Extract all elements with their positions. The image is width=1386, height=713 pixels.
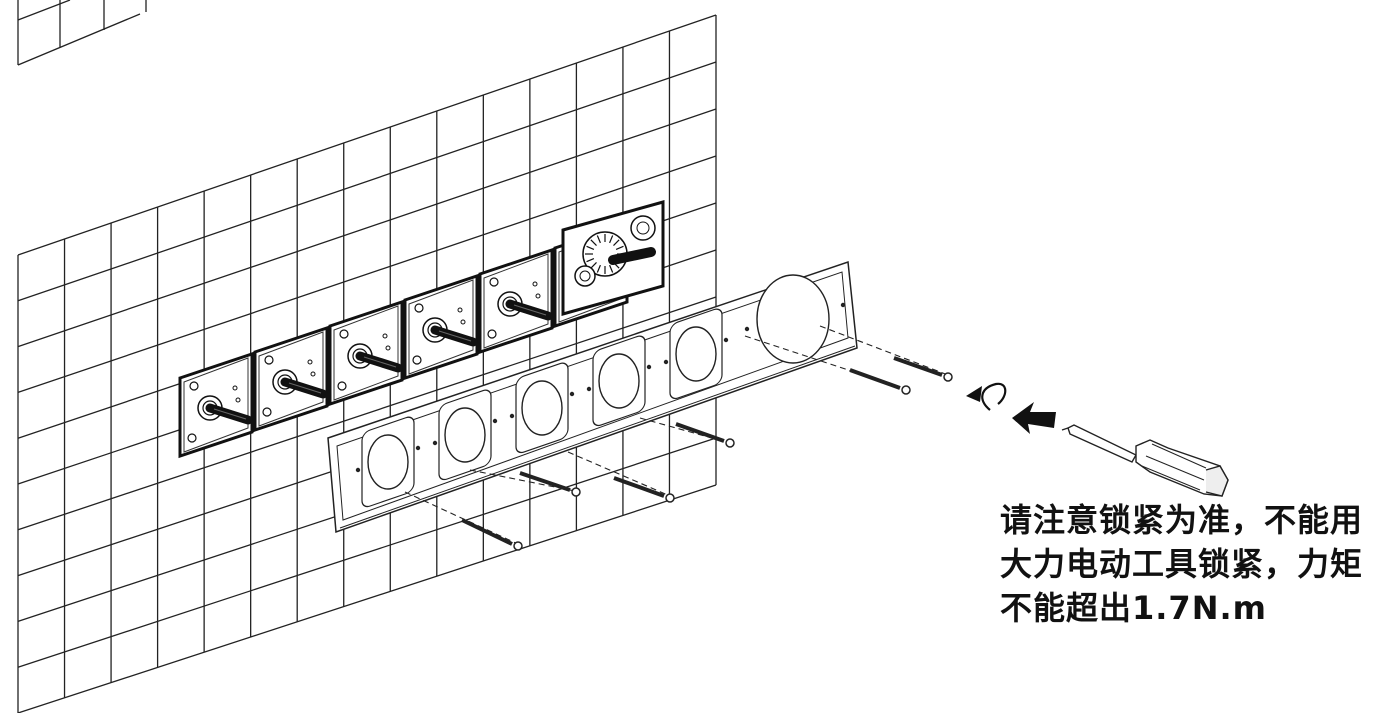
instruction-line-1: 请注意锁紧为准，不能用 <box>1000 501 1364 539</box>
push-arrow-icon <box>1012 402 1056 434</box>
mounting-screws <box>461 356 953 551</box>
instruction-line-2: 大力电动工具锁紧，力矩 <box>1000 545 1364 583</box>
trim-plate <box>327 260 858 534</box>
mounting-screw <box>461 518 523 551</box>
rotate-clockwise-icon <box>966 382 1007 411</box>
diverter-valve-module <box>478 247 554 355</box>
diverter-valve-module <box>328 299 404 407</box>
installation-instruction: 请注意锁紧为准，不能用 大力电动工具锁紧，力矩 不能超出1.7N.m <box>1000 498 1380 630</box>
diverter-valve-module <box>178 351 254 459</box>
wall-tile-grid-top <box>17 0 147 66</box>
mounting-screw <box>675 422 735 448</box>
mounting-screw <box>519 471 581 497</box>
mounting-screw <box>849 368 911 395</box>
trim-plate-opening <box>355 274 846 508</box>
mounting-screw <box>893 356 953 382</box>
valve-module-row <box>178 200 665 459</box>
instruction-line-3: 不能超出1.7N.m <box>1000 589 1267 627</box>
diverter-valve-module <box>253 325 329 433</box>
screwdriver-icon <box>1061 424 1229 497</box>
thermostatic-valve-module <box>553 200 665 329</box>
diverter-valve-module <box>403 273 479 381</box>
mounting-screw <box>613 476 675 503</box>
